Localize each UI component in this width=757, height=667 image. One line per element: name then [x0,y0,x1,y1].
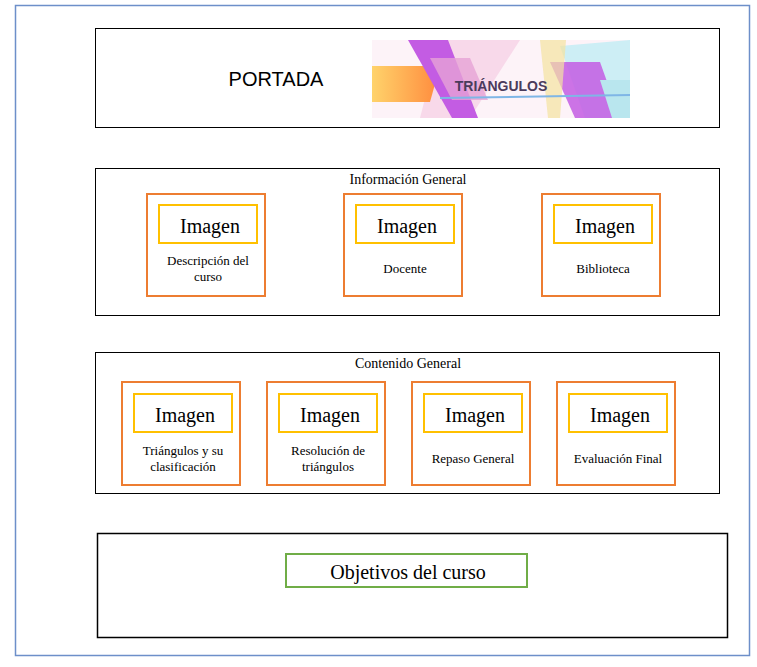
section-card: Resolución de triángulos Imagen [266,381,386,486]
image-placeholder: Imagen [553,204,653,244]
card-label: Resolución de triángulos [272,443,384,474]
group-box: Información GeneralDescripción del curso… [95,168,720,316]
group-box: Contenido GeneralTriángulos y su clasifi… [95,352,720,494]
cover-title: PORTADA [191,67,361,91]
image-label: Imagen [572,403,668,427]
card-label: Repaso General [417,451,529,467]
banner-illustration [372,40,630,118]
objectives-box: Objetivos del curso [285,553,528,588]
cover-box: PORTADA TRIÁNGULOS [95,28,720,128]
card-label: Biblioteca [547,261,659,277]
card-label: Descripción del curso [152,253,264,284]
image-label: Imagen [137,403,233,427]
section-card: Evaluación Final Imagen [556,381,676,486]
image-label: Imagen [162,214,258,238]
image-label: Imagen [359,214,455,238]
section-card: Repaso General Imagen [411,381,531,486]
image-label: Imagen [557,214,653,238]
image-label: Imagen [427,403,523,427]
image-label: Imagen [282,403,378,427]
image-placeholder: Imagen [423,393,523,433]
banner-title: TRIÁNGULOS [441,78,561,95]
group-heading: Información General [258,172,558,189]
image-placeholder: Imagen [158,204,258,244]
page-frame [16,6,750,656]
objectives-label: Objetivos del curso [291,560,526,584]
image-placeholder: Imagen [355,204,455,244]
section-card: Docente Imagen [343,193,463,297]
card-label: Triángulos y su clasificación [127,443,239,474]
image-placeholder: Imagen [133,393,233,433]
group-heading: Contenido General [258,356,558,373]
card-label: Evaluación Final [562,451,674,467]
objectives-panel [98,534,728,638]
card-label: Docente [349,261,461,277]
section-card: Descripción del curso Imagen [146,193,266,297]
image-placeholder: Imagen [568,393,668,433]
section-card: Triángulos y su clasificación Imagen [121,381,241,486]
section-card: Biblioteca Imagen [541,193,661,297]
image-placeholder: Imagen [278,393,378,433]
